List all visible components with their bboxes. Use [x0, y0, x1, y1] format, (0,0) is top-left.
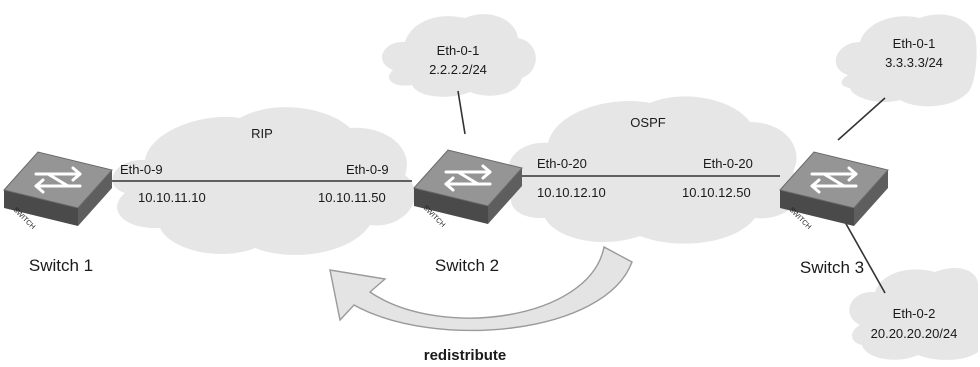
sw2-right-port-label: Eth-0-20	[537, 156, 587, 171]
ospf-cloud	[508, 96, 802, 244]
eth02-sw3-cloud	[849, 268, 978, 360]
sw2-eth01-name: Eth-0-1	[437, 43, 480, 58]
sw3-eth02-ip: 20.20.20.20/24	[871, 326, 958, 341]
sw2-left-ip-label: 10.10.11.50	[318, 190, 386, 205]
sw3-port-label: Eth-0-20	[703, 156, 753, 171]
sw2-right-ip-label: 10.10.12.10	[537, 185, 606, 200]
ospf-label: OSPF	[630, 115, 665, 130]
sw1-ip-label: 10.10.11.10	[138, 190, 206, 205]
redistribute-arrow	[329, 245, 633, 332]
switch-1-label: Switch 1	[29, 256, 93, 275]
sw3-eth01-name: Eth-0-1	[893, 36, 936, 51]
link-sw2-eth01	[457, 90, 466, 135]
rip-label: RIP	[251, 126, 273, 141]
eth01-sw3-cloud	[835, 14, 977, 107]
switch-1-icon: SWITCH	[2, 150, 114, 231]
sw3-eth02-name: Eth-0-2	[893, 306, 936, 321]
switch-3-icon: SWITCH	[778, 150, 890, 231]
link-sw3-eth01	[837, 97, 886, 141]
sw1-port-label: Eth-0-9	[120, 162, 163, 177]
redistribute-label: redistribute	[424, 347, 507, 364]
switch-2-icon: SWITCH	[412, 148, 524, 229]
switch-3-label: Switch 3	[800, 258, 864, 277]
sw2-eth01-ip: 2.2.2.2/24	[429, 62, 487, 77]
sw3-ip-label: 10.10.12.50	[682, 185, 751, 200]
sw3-eth01-ip: 3.3.3.3/24	[885, 55, 943, 70]
switch-2-label: Switch 2	[435, 256, 499, 275]
eth01-sw2-cloud	[382, 14, 536, 97]
link-sw3-eth02	[844, 221, 886, 294]
sw2-left-port-label: Eth-0-9	[346, 162, 389, 177]
links	[112, 90, 886, 294]
